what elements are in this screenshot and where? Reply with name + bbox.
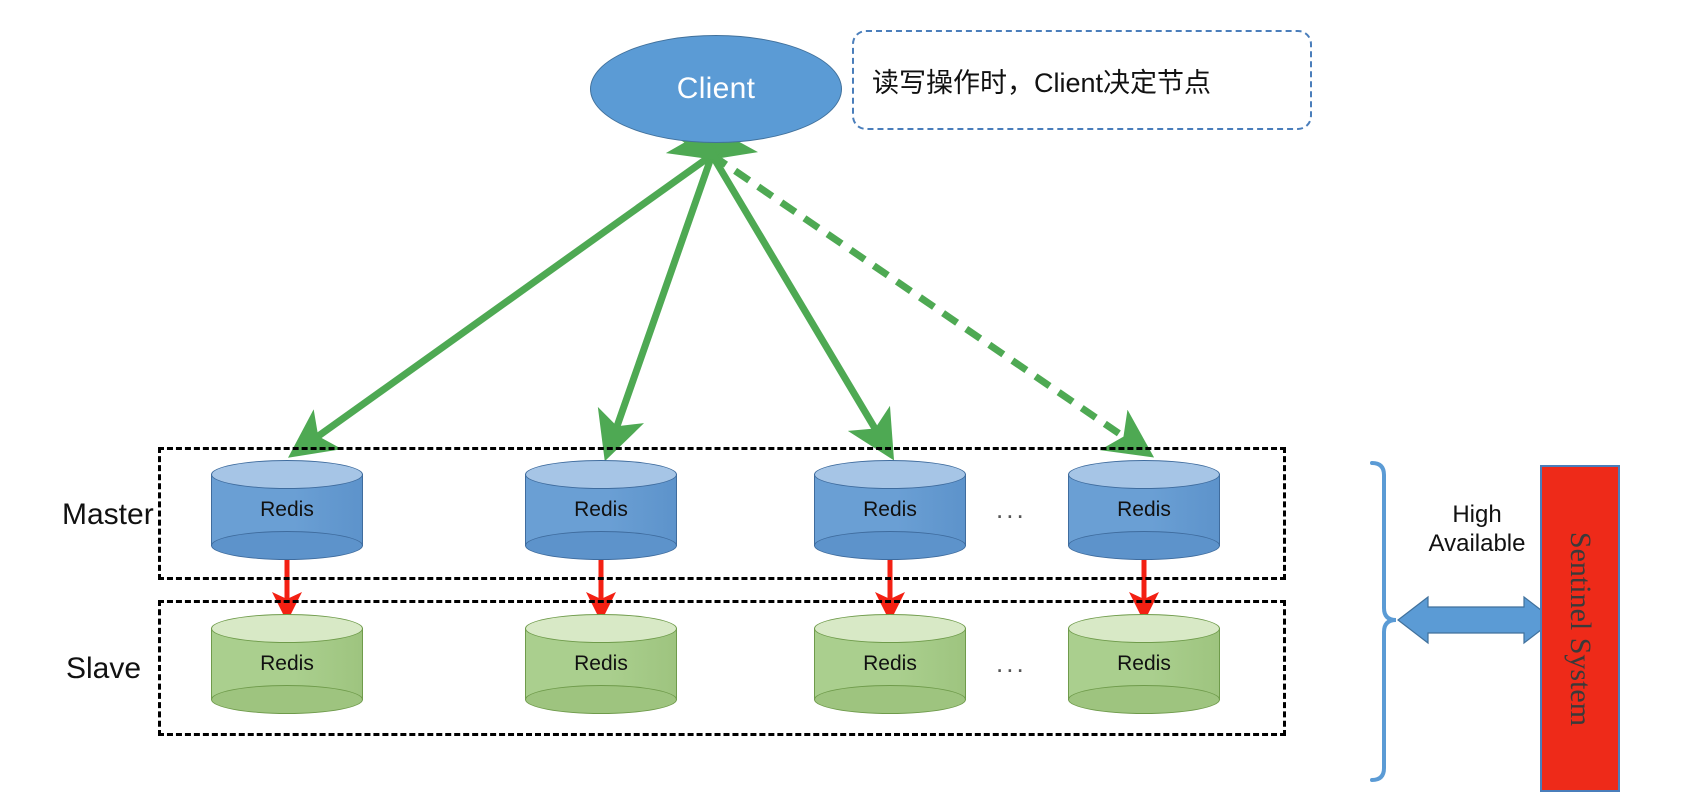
slave-redis-label-1: Redis bbox=[260, 652, 314, 675]
cluster-brace-icon bbox=[1370, 461, 1397, 782]
cylinder-bottom bbox=[211, 685, 363, 714]
master-redis-node-2[interactable]: Redis bbox=[525, 460, 677, 560]
annotation-note: 读写操作时，Client决定节点 bbox=[852, 30, 1312, 130]
slave-group-box bbox=[158, 600, 1286, 736]
master-redis-node-4[interactable]: Redis bbox=[1068, 460, 1220, 560]
cylinder-bottom bbox=[525, 531, 677, 560]
cylinder-top bbox=[211, 460, 363, 489]
high-available-line-1: High bbox=[1452, 501, 1502, 528]
slave-redis-node-4[interactable]: Redis bbox=[1068, 614, 1220, 714]
sentinel-system-box[interactable]: Sentinel System bbox=[1540, 465, 1620, 792]
green-line-1 bbox=[288, 112, 759, 458]
master-group-box bbox=[158, 447, 1286, 580]
cylinder-bottom bbox=[525, 685, 677, 714]
high-available-line-2: Available bbox=[1428, 530, 1526, 557]
client-label: Client bbox=[676, 72, 756, 105]
sentinel-system-label: Sentinel System bbox=[1564, 531, 1598, 726]
cylinder-top bbox=[525, 460, 677, 489]
master-redis-label-3: Redis bbox=[863, 498, 917, 521]
slave-redis-node-1[interactable]: Redis bbox=[211, 614, 363, 714]
high-available-label: High Available bbox=[1402, 500, 1552, 558]
green-line-3 bbox=[670, 108, 895, 461]
master-row-label: Master bbox=[62, 498, 154, 531]
client-node[interactable]: Client bbox=[590, 35, 842, 143]
high-available-arrow-icon bbox=[1397, 595, 1555, 645]
green-line-2 bbox=[597, 109, 749, 462]
slave-redis-label-3: Redis bbox=[863, 652, 917, 675]
cylinder-top bbox=[814, 460, 966, 489]
slave-row-label: Slave bbox=[66, 652, 142, 685]
slave-redis-node-2[interactable]: Redis bbox=[525, 614, 677, 714]
cylinder-bottom bbox=[814, 685, 966, 714]
slave-ellipsis: ... bbox=[996, 648, 1027, 678]
master-redis-node-1[interactable]: Redis bbox=[211, 460, 363, 560]
master-redis-label-2: Redis bbox=[574, 498, 628, 521]
green-connector-group bbox=[288, 108, 1155, 462]
slave-redis-label-2: Redis bbox=[574, 652, 628, 675]
slave-redis-label-4: Redis bbox=[1117, 652, 1171, 675]
slave-redis-node-3[interactable]: Redis bbox=[814, 614, 966, 714]
cylinder-top bbox=[1068, 460, 1220, 489]
green-line-4-dashed bbox=[665, 112, 1155, 458]
cylinder-bottom bbox=[1068, 531, 1220, 560]
cylinder-bottom bbox=[1068, 685, 1220, 714]
master-redis-label-1: Redis bbox=[260, 498, 314, 521]
master-redis-label-4: Redis bbox=[1117, 498, 1171, 521]
master-redis-node-3[interactable]: Redis bbox=[814, 460, 966, 560]
cylinder-bottom bbox=[814, 531, 966, 560]
master-ellipsis: ... bbox=[996, 494, 1027, 524]
annotation-note-text: 读写操作时，Client决定节点 bbox=[872, 67, 1212, 98]
cylinder-bottom bbox=[211, 531, 363, 560]
